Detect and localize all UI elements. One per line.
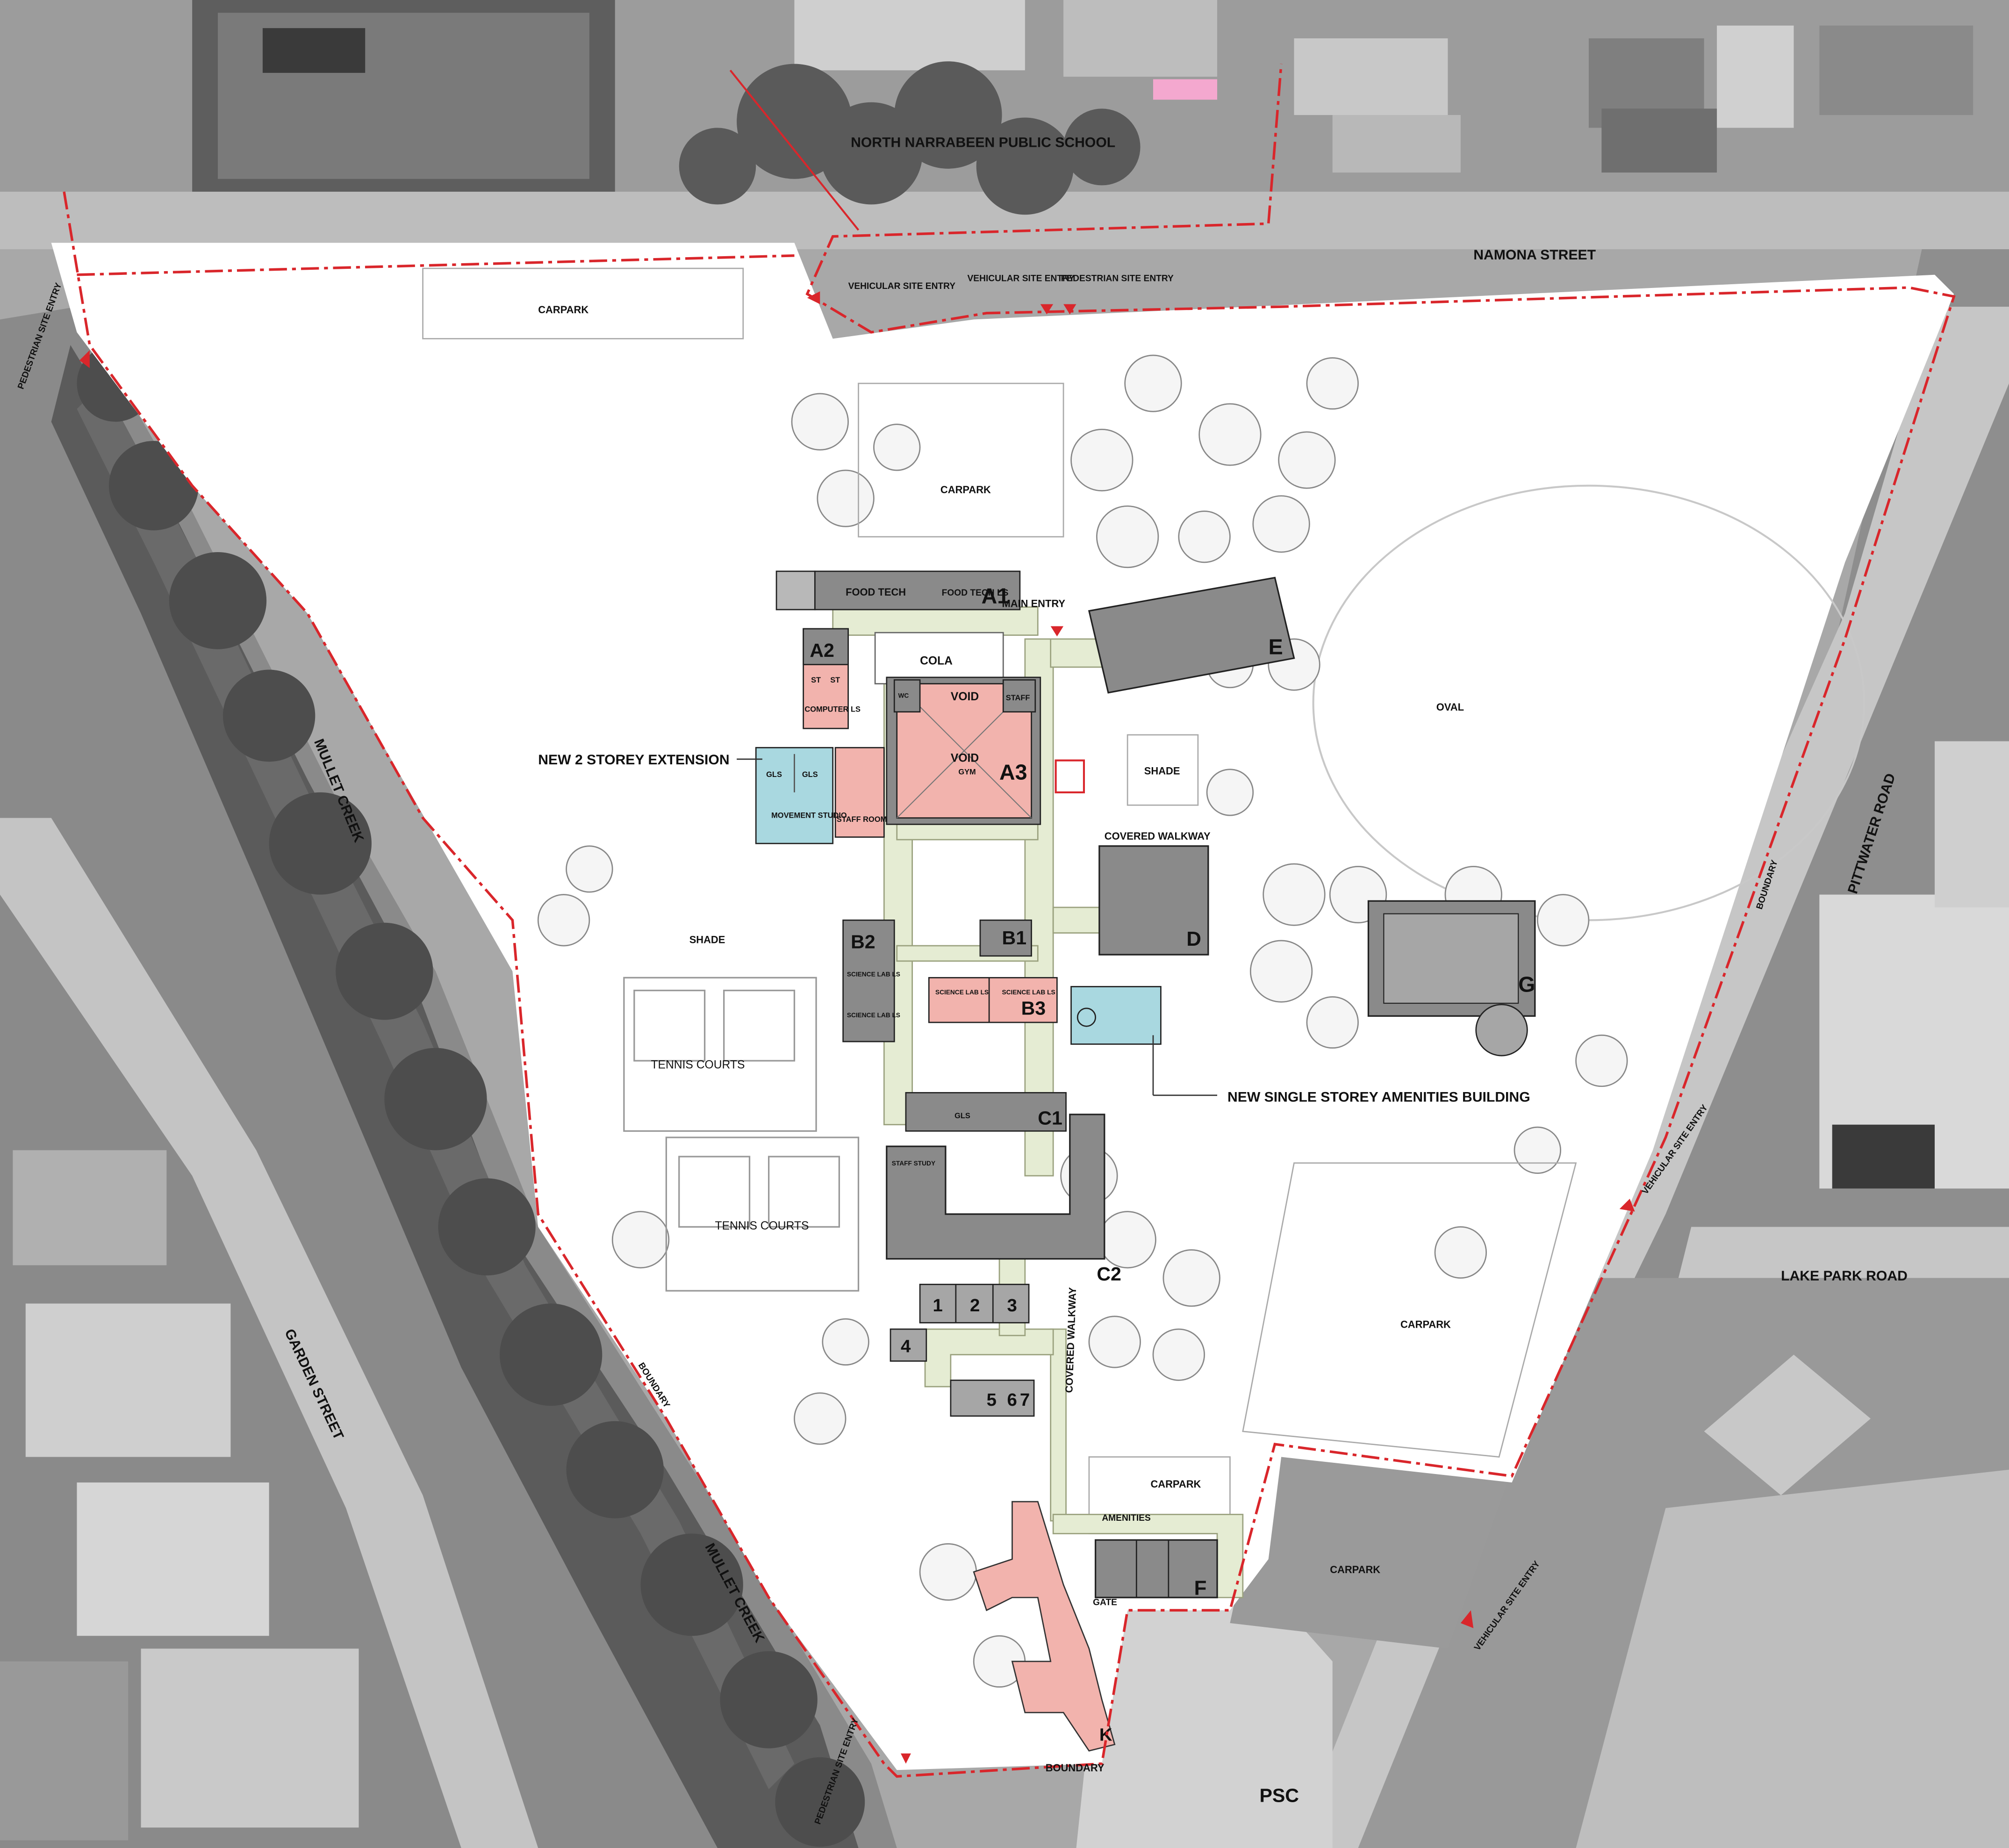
room-food-tech-ls: FOOD TECH LS	[942, 588, 1009, 598]
buildings-1-7[interactable]: 1 2 3 4 5 6 7	[890, 1284, 1035, 1417]
room-science-lab-3: SCIENCE LAB LS	[935, 989, 989, 996]
label-lake-park-road: LAKE PARK ROAD	[1781, 1268, 1908, 1284]
building-e[interactable]: E	[1088, 576, 1295, 694]
label-2: 2	[970, 1295, 980, 1316]
label-7: 7	[1020, 1390, 1030, 1410]
label-void-2: VOID	[951, 752, 979, 764]
school-boundary-line	[77, 254, 795, 276]
label-4: 4	[901, 1336, 911, 1356]
label-pedestrian-entry-n: PEDESTRIAN SITE ENTRY	[1061, 273, 1174, 283]
label-6: 6	[1007, 1390, 1017, 1410]
site-boundary-line	[63, 64, 1956, 1778]
room-staff: STAFF	[1006, 694, 1030, 702]
building-b1[interactable]: B1	[979, 919, 1032, 957]
building-a2[interactable]: A2 ST ST COMPUTER LS	[803, 628, 861, 729]
north-trees	[679, 61, 1141, 215]
label-tennis-2: TENNIS COURTS	[715, 1220, 809, 1232]
leader-lines	[737, 758, 1218, 1096]
label-boundary-3: BOUNDARY	[1046, 1762, 1105, 1774]
label-carpark-s: CARPARK	[1150, 1478, 1201, 1490]
room-food-tech: FOOD TECH	[846, 586, 906, 598]
staff-room-wing[interactable]: STAFF ROOM	[834, 747, 887, 838]
label-covered-walkway-1: COVERED WALKWAY	[1105, 830, 1211, 842]
room-science-lab-2: SCIENCE LAB LS	[847, 1012, 900, 1019]
room-st-2: ST	[830, 676, 840, 684]
label-void-1: VOID	[951, 690, 979, 703]
psc-building	[1076, 1604, 1333, 1848]
label-e: E	[1269, 635, 1283, 659]
garden-street-road	[0, 818, 538, 1848]
room-gls-a: GLS	[766, 770, 782, 779]
label-5: 5	[987, 1390, 997, 1410]
room-staff-study: STAFF STUDY	[892, 1160, 935, 1167]
new-amenities-building[interactable]	[1070, 986, 1162, 1045]
building-b3[interactable]: SCIENCE LAB LS SCIENCE LAB LS B3	[928, 977, 1058, 1023]
label-vehicular-entry-1: VEHICULAR SITE ENTRY	[848, 281, 956, 291]
north-neighbourhood	[0, 0, 2009, 250]
lake-park-road-surface	[1678, 1227, 2009, 1278]
label-g: G	[1518, 972, 1535, 996]
room-science-lab-4: SCIENCE LAB LS	[1002, 989, 1055, 996]
label-oval: OVAL	[1436, 701, 1464, 713]
label-gate: GATE	[1093, 1598, 1117, 1608]
label-d: D	[1186, 928, 1201, 950]
room-science-lab-1: SCIENCE LAB LS	[847, 971, 900, 978]
tennis-courts	[623, 977, 860, 1292]
building-d[interactable]: D	[1098, 845, 1209, 956]
room-gls-b: GLS	[802, 770, 818, 779]
label-vehicular-entry-2: VEHICULAR SITE ENTRY	[968, 273, 1075, 283]
label-b3: B3	[1021, 998, 1046, 1019]
room-st-1: ST	[811, 676, 821, 684]
cola-area: COLA	[874, 632, 1004, 684]
label-new-amenities: NEW SINGLE STOREY AMENITIES BUILDING	[1227, 1090, 1530, 1105]
label-f: F	[1194, 1577, 1207, 1600]
room-gls: GLS	[954, 1112, 970, 1120]
building-b2[interactable]: B2 SCIENCE LAB LS SCIENCE LAB LS	[842, 919, 900, 1043]
building-a1[interactable]: FOOD TECH FOOD TECH LS A1	[775, 570, 1021, 611]
south-area	[1076, 1444, 1512, 1848]
building-c1[interactable]: GLS C1	[905, 1092, 1067, 1132]
pink-structure	[1153, 79, 1218, 100]
room-wc: WC	[898, 692, 909, 699]
label-c2: C2	[1097, 1263, 1121, 1285]
building-c2[interactable]: STAFF STUDY C2	[886, 1114, 1121, 1285]
south-carpark-aerial	[1230, 1444, 1512, 1649]
new-2-storey-extension[interactable]: GLS GLS MOVEMENT STUDIO	[755, 747, 847, 844]
label-amenities: AMENITIES	[1102, 1513, 1151, 1523]
label-carpark-se: CARPARK	[1330, 1564, 1380, 1575]
label-namona-street: NAMONA STREET	[1473, 247, 1596, 263]
label-main-entry: MAIN ENTRY	[1002, 598, 1066, 610]
label-cola: COLA	[920, 655, 953, 668]
label-school: NORTH NARRABEEN PUBLIC SCHOOL	[851, 135, 1115, 150]
label-a1: A1	[982, 583, 1010, 608]
label-b1: B1	[1002, 927, 1027, 949]
label-psc: PSC	[1259, 1785, 1299, 1806]
label-carpark-n: CARPARK	[940, 484, 991, 496]
room-movement-studio: MOVEMENT STUDIO	[771, 812, 847, 820]
label-c1: C1	[1038, 1107, 1062, 1129]
room-computer-ls: COMPUTER LS	[804, 705, 861, 714]
svg-text:SHADE: SHADE	[1144, 765, 1180, 777]
room-staff-room: STAFF ROOM	[837, 815, 887, 824]
building-f[interactable]: F	[1094, 1539, 1218, 1600]
shade-east: SHADE	[1126, 734, 1199, 806]
label-a2: A2	[810, 640, 834, 661]
label-a3: A3	[999, 760, 1027, 784]
label-tennis-1: TENNIS COURTS	[651, 1058, 745, 1071]
label-new-extension: NEW 2 STOREY EXTENSION	[538, 752, 729, 768]
lift-marker	[1055, 759, 1085, 793]
label-b2: B2	[851, 931, 875, 952]
building-g[interactable]: G	[1367, 900, 1536, 1057]
label-gym: GYM	[958, 768, 976, 777]
label-carpark-nw: CARPARK	[538, 304, 588, 316]
label-1: 1	[933, 1295, 943, 1316]
entry-markers	[79, 291, 1635, 1764]
label-carpark-e: CARPARK	[1400, 1318, 1451, 1330]
building-a3[interactable]: WC VOID STAFF VOID GYM A3	[886, 676, 1041, 825]
school-leader-line	[729, 70, 860, 231]
label-shade-2: SHADE	[689, 934, 725, 946]
label-3: 3	[1007, 1295, 1017, 1316]
